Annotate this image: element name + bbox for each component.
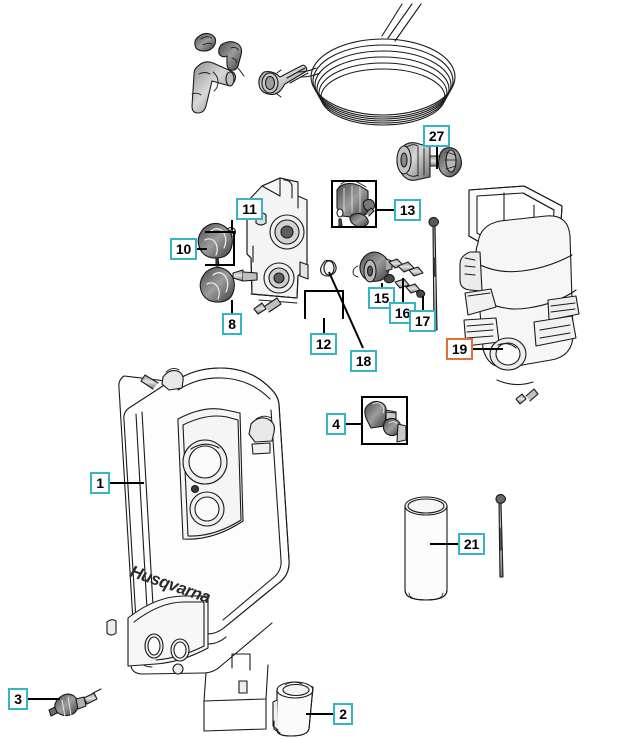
leader-line-16 bbox=[402, 278, 404, 302]
switch-assembly-frame bbox=[331, 180, 377, 228]
callout-12[interactable]: 12 bbox=[310, 333, 337, 355]
filter-cylinder-art bbox=[404, 496, 448, 601]
svg-text:Husqvarna: Husqvarna bbox=[128, 562, 213, 607]
power-cord-coil-art bbox=[297, 3, 456, 126]
leader-line-3 bbox=[28, 698, 60, 700]
callout-1[interactable]: 1 bbox=[90, 472, 110, 494]
leader-line-27 bbox=[436, 147, 438, 169]
pump-head-art bbox=[246, 177, 309, 304]
leader-line-12 bbox=[323, 318, 325, 333]
nozzle-holder-art bbox=[272, 681, 314, 737]
husqvarna-logo-art: Husqvarna bbox=[128, 562, 213, 607]
leader-line-18 bbox=[328, 271, 364, 349]
leader-line-15 bbox=[381, 283, 383, 287]
callout-18[interactable]: 18 bbox=[350, 350, 377, 372]
callout-13[interactable]: 13 bbox=[394, 199, 421, 221]
cable-tie-art bbox=[495, 493, 507, 578]
cable-clip-art bbox=[218, 41, 245, 77]
callout-11[interactable]: 11 bbox=[236, 198, 263, 220]
cable-grommet-art bbox=[194, 32, 217, 52]
clip-set-frame bbox=[361, 396, 408, 445]
callout-27[interactable]: 27 bbox=[423, 125, 450, 147]
callout-8[interactable]: 8 bbox=[222, 313, 242, 335]
callout-21[interactable]: 21 bbox=[458, 533, 485, 555]
leader-line-21 bbox=[430, 543, 458, 545]
leader-line-17 bbox=[422, 296, 424, 310]
pump-screws-art bbox=[232, 269, 282, 315]
callout-19[interactable]: 19 bbox=[446, 338, 473, 360]
callout-3[interactable]: 3 bbox=[8, 688, 28, 710]
bracket-10 bbox=[205, 231, 235, 266]
hose-fitting-art bbox=[48, 688, 102, 718]
mains-plug-art bbox=[258, 64, 309, 98]
leader-line-11 bbox=[231, 220, 233, 230]
callout-10[interactable]: 10 bbox=[170, 238, 197, 260]
motor-rotor-art bbox=[396, 142, 463, 181]
callout-17[interactable]: 17 bbox=[409, 310, 436, 332]
leader-line-8 bbox=[231, 300, 233, 313]
callout-15[interactable]: 15 bbox=[368, 287, 395, 309]
leader-line-1 bbox=[110, 482, 144, 484]
main-housing-art bbox=[106, 367, 290, 732]
leader-line-13 bbox=[377, 209, 394, 211]
motor-pump-body-art bbox=[459, 185, 580, 405]
callout-2[interactable]: 2 bbox=[333, 703, 353, 725]
leader-line-2 bbox=[306, 713, 333, 715]
callout-4[interactable]: 4 bbox=[326, 413, 346, 435]
hose-elbow-art bbox=[191, 61, 237, 114]
knob-lower-art bbox=[199, 266, 235, 303]
leader-line-4 bbox=[346, 423, 362, 425]
leader-line-19 bbox=[473, 348, 503, 350]
